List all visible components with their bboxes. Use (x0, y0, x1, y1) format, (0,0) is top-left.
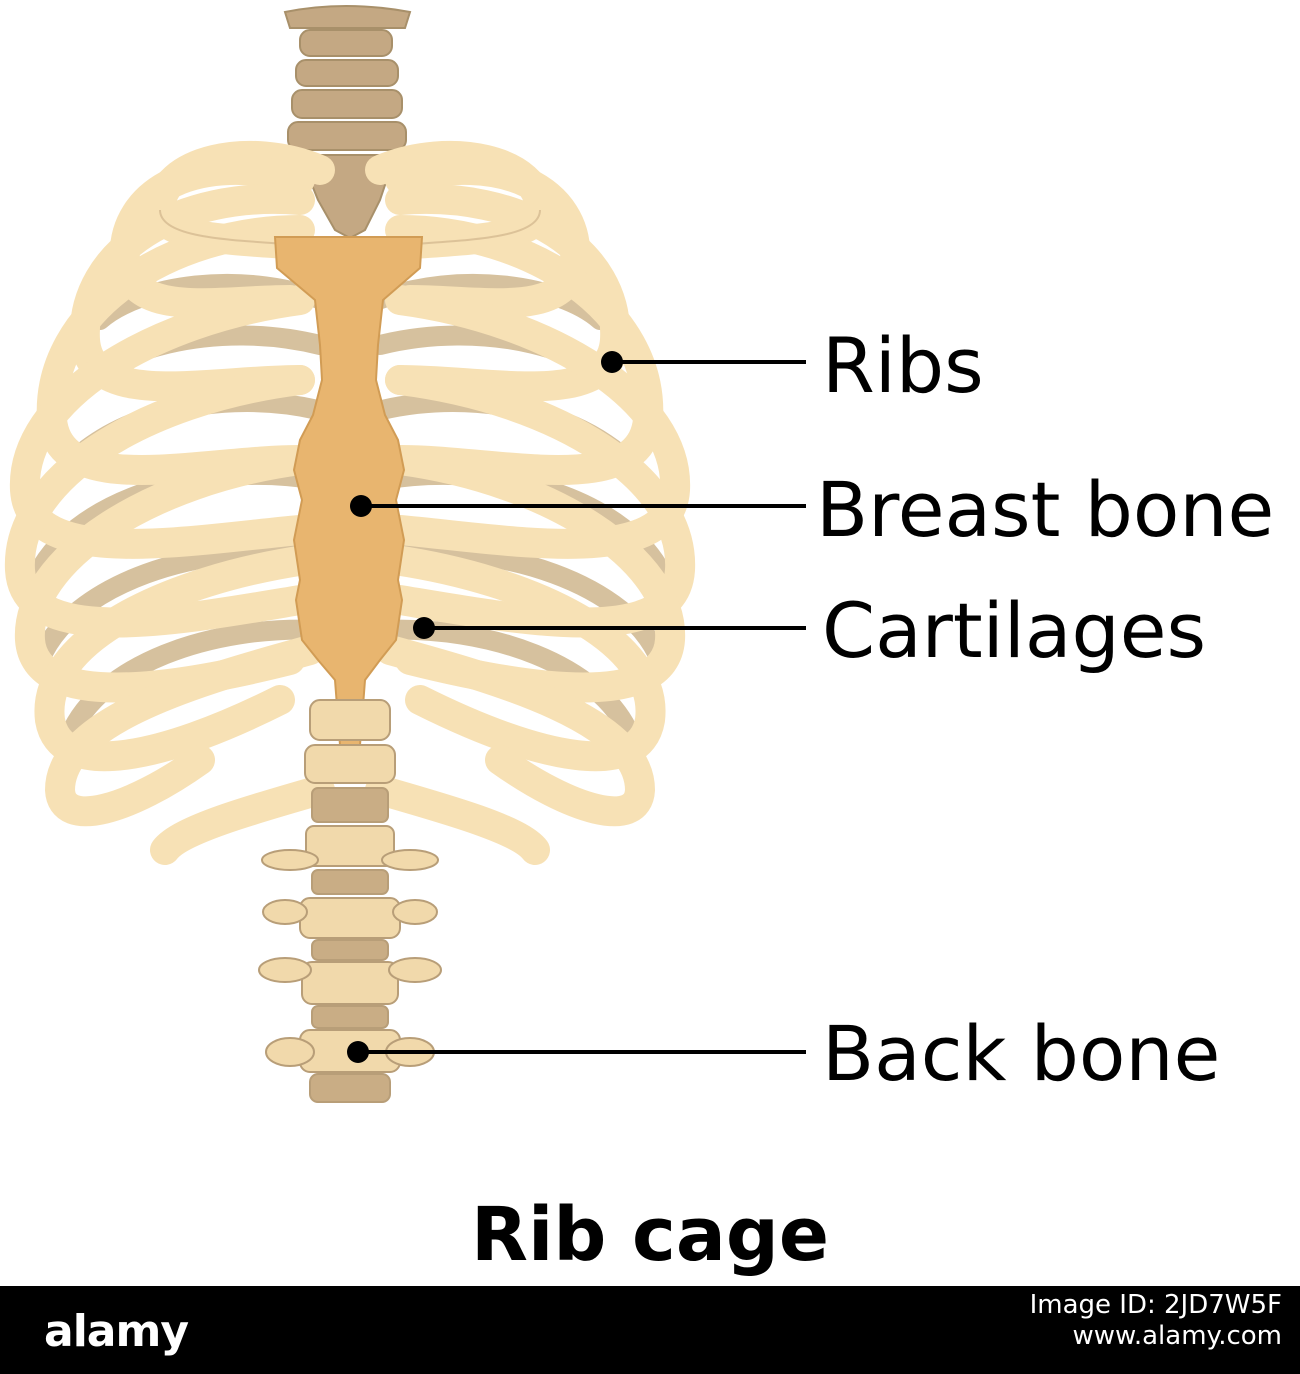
front-rib-6-left (4, 365, 315, 638)
back-bone-label: Back bone (822, 1009, 1221, 1098)
site-url-text: www.alamy.com (1072, 1321, 1282, 1352)
ribs-dot (601, 351, 623, 373)
leader-dots (347, 351, 623, 1063)
front-rib-10-left (150, 775, 335, 865)
lumbar-spine (258, 699, 442, 1103)
watermark-footer: alamy Image ID: 2JD7W5F www.alamy.com (0, 1286, 1300, 1374)
front-rib-9-left (44, 635, 325, 827)
breast-bone-label: Breast bone (816, 465, 1275, 554)
back-bone-dot (347, 1041, 369, 1063)
diagram-title: Rib cage (470, 1192, 830, 1278)
ribs-label: Ribs (822, 321, 984, 410)
front-rib-8-right (380, 545, 666, 772)
front-rib-9-right (375, 635, 656, 827)
front-ribs-left (4, 140, 335, 865)
leader-lines (358, 360, 806, 1054)
front-rib-6-right (385, 365, 696, 638)
back-rib-6-left (60, 619, 330, 745)
front-rib-8-left (34, 545, 320, 772)
breast-bone-dot (350, 495, 372, 517)
front-rib-10-right (365, 775, 550, 865)
front-rib-5-left (9, 285, 315, 559)
front-ribs-right (365, 140, 696, 865)
front-rib-5-right (385, 285, 691, 559)
image-id-text: Image ID: 2JD7W5F (1029, 1290, 1282, 1320)
brand-logo: alamy (44, 1306, 189, 1357)
cartilages-label: Cartilages (822, 586, 1207, 675)
cartilages-dot (413, 617, 435, 639)
rib-cage-illustration (4, 5, 806, 1103)
image-info: Image ID: 2JD7W5F www.alamy.com (1030, 1290, 1282, 1352)
